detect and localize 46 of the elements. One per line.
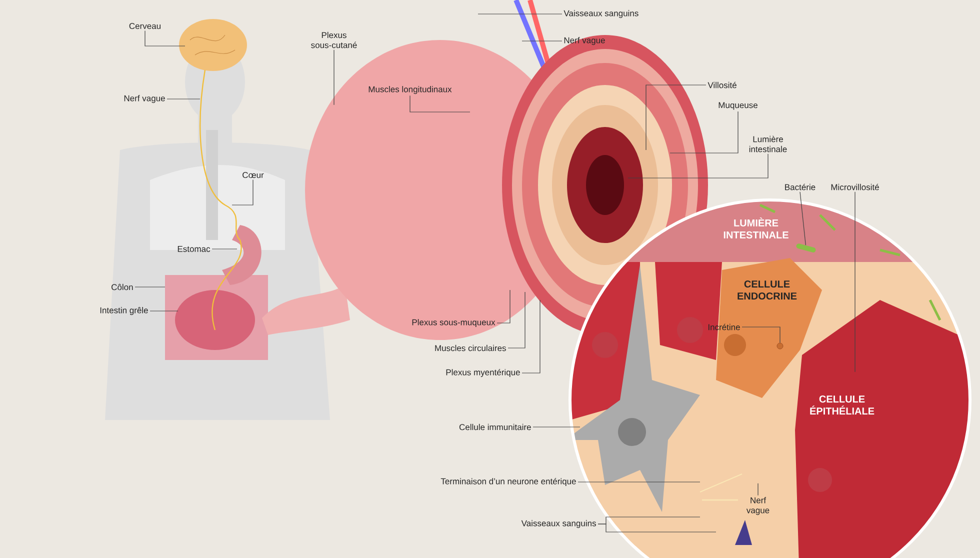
callout-label: Vaisseaux sanguins: [521, 520, 596, 528]
leader-line: [628, 154, 768, 178]
leader-line: [150, 310, 178, 312]
callout-label: Villosité: [708, 82, 736, 88]
callout-label: Côlon: [112, 284, 133, 290]
leader-line: [532, 426, 580, 428]
leader-line: [134, 286, 166, 288]
callout-label: Muscles longitudinaux: [368, 86, 452, 94]
callout-label: Plexus sous-cutané: [311, 32, 357, 48]
callout-label: Vaisseaux sanguins: [564, 10, 638, 18]
callout-label: Lumière intestinale: [749, 136, 787, 152]
leader-line: [496, 290, 510, 324]
callout-label: Cerveau: [129, 23, 160, 29]
callout-label: Nerf vague: [746, 497, 770, 515]
region-label: CELLULE ÉPITHÉLIALE: [810, 396, 874, 414]
callout-label: Cœur: [242, 172, 264, 178]
leader-line: [646, 84, 706, 150]
callout-label: Bactérie: [785, 184, 816, 190]
callout-label: Nerf vague: [564, 37, 605, 45]
callout-label: Muqueuse: [718, 102, 758, 110]
leader-line: [742, 326, 780, 344]
region-label: LUMIÈRE INTESTINALE: [724, 218, 788, 238]
leader-line: [522, 300, 540, 374]
leader-line: [232, 179, 254, 206]
leader-line: [598, 524, 716, 532]
callout-label: Microvillosité: [831, 184, 879, 190]
leader-line: [144, 30, 186, 46]
callout-label: Plexus sous-muqueux: [412, 319, 496, 327]
callout-label: Cellule immunitaire: [459, 424, 531, 430]
callout-label: Incrétine: [708, 324, 740, 330]
leader-line: [212, 248, 238, 250]
leader-line: [670, 111, 738, 154]
granule: [776, 342, 784, 350]
region-label: CELLULE ENDOCRINE: [738, 280, 797, 300]
callout-label: Estomac: [178, 246, 210, 252]
callout-label: Nerf vague: [124, 95, 165, 103]
callout-label: Intestin grêle: [100, 307, 148, 315]
leader-line: [508, 292, 526, 348]
callout-label: Plexus myentérique: [446, 369, 520, 377]
leader-line: [854, 192, 856, 372]
callout-label: Terminaison d’un neurone entérique: [440, 478, 576, 486]
leader-line: [166, 98, 200, 100]
leader-line: [410, 95, 470, 112]
leader-line: [522, 40, 562, 42]
bacterium-drawing: [796, 244, 816, 252]
callout-label: Muscles circulaires: [435, 344, 506, 352]
